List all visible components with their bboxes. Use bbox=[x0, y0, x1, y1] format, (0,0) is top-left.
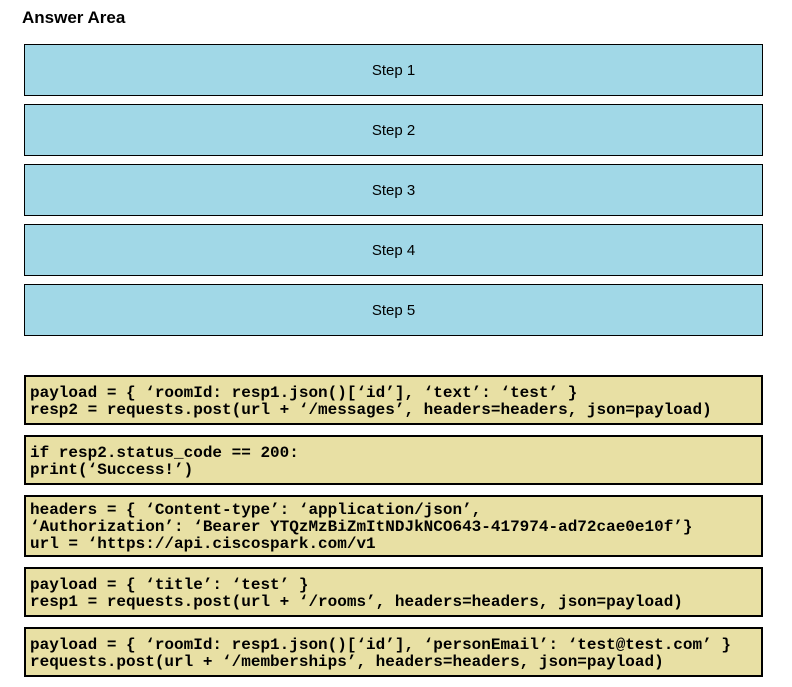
step-label: Step 3 bbox=[371, 181, 416, 199]
code-line: if resp2.status_code == 200: bbox=[30, 443, 299, 462]
code-line: payload = { ‘roomId: resp1.json()[‘id’],… bbox=[30, 635, 731, 654]
code-line: resp2 = requests.post(url + ‘/messages’,… bbox=[30, 400, 712, 419]
step-drop-zone-1[interactable]: Step 1 bbox=[24, 44, 763, 96]
code-line: ‘Authorization’: ‘Bearer YTQzMzBiZmItNDJ… bbox=[30, 518, 693, 536]
code-snippet-headers-and-url[interactable]: headers = { ‘Content-type’: ‘application… bbox=[24, 495, 763, 557]
code-line: print(‘Success!’) bbox=[30, 460, 194, 479]
code-line: payload = { ‘title’: ‘test’ } bbox=[30, 575, 309, 594]
code-snippet-post-message[interactable]: payload = { ‘roomId: resp1.json()[‘id’],… bbox=[24, 375, 763, 425]
code-line: requests.post(url + ‘/memberships’, head… bbox=[30, 652, 664, 671]
code-snippet-add-membership[interactable]: payload = { ‘roomId: resp1.json()[‘id’],… bbox=[24, 627, 763, 677]
step-drop-zone-3[interactable]: Step 3 bbox=[24, 164, 763, 216]
step-label: Step 2 bbox=[371, 121, 416, 139]
code-snippet-list: payload = { ‘roomId: resp1.json()[‘id’],… bbox=[24, 375, 763, 677]
step-label: Step 5 bbox=[371, 301, 416, 319]
step-drop-zone-4[interactable]: Step 4 bbox=[24, 224, 763, 276]
code-line: headers = { ‘Content-type’: ‘application… bbox=[30, 501, 482, 519]
step-drop-zone-5[interactable]: Step 5 bbox=[24, 284, 763, 336]
code-line: payload = { ‘roomId: resp1.json()[‘id’],… bbox=[30, 383, 578, 402]
step-label: Step 4 bbox=[371, 241, 416, 259]
step-label: Step 1 bbox=[371, 61, 416, 79]
code-line: resp1 = requests.post(url + ‘/rooms’, he… bbox=[30, 592, 683, 611]
code-snippet-create-room[interactable]: payload = { ‘title’: ‘test’ } resp1 = re… bbox=[24, 567, 763, 617]
page-title: Answer Area bbox=[22, 8, 126, 27]
code-line: url = ‘https://api.ciscospark.com/v1 bbox=[30, 535, 376, 553]
step-drop-zones: Step 1 Step 2 Step 3 Step 4 Step 5 bbox=[24, 44, 763, 336]
code-snippet-check-status[interactable]: if resp2.status_code == 200: print(‘Succ… bbox=[24, 435, 763, 485]
step-drop-zone-2[interactable]: Step 2 bbox=[24, 104, 763, 156]
